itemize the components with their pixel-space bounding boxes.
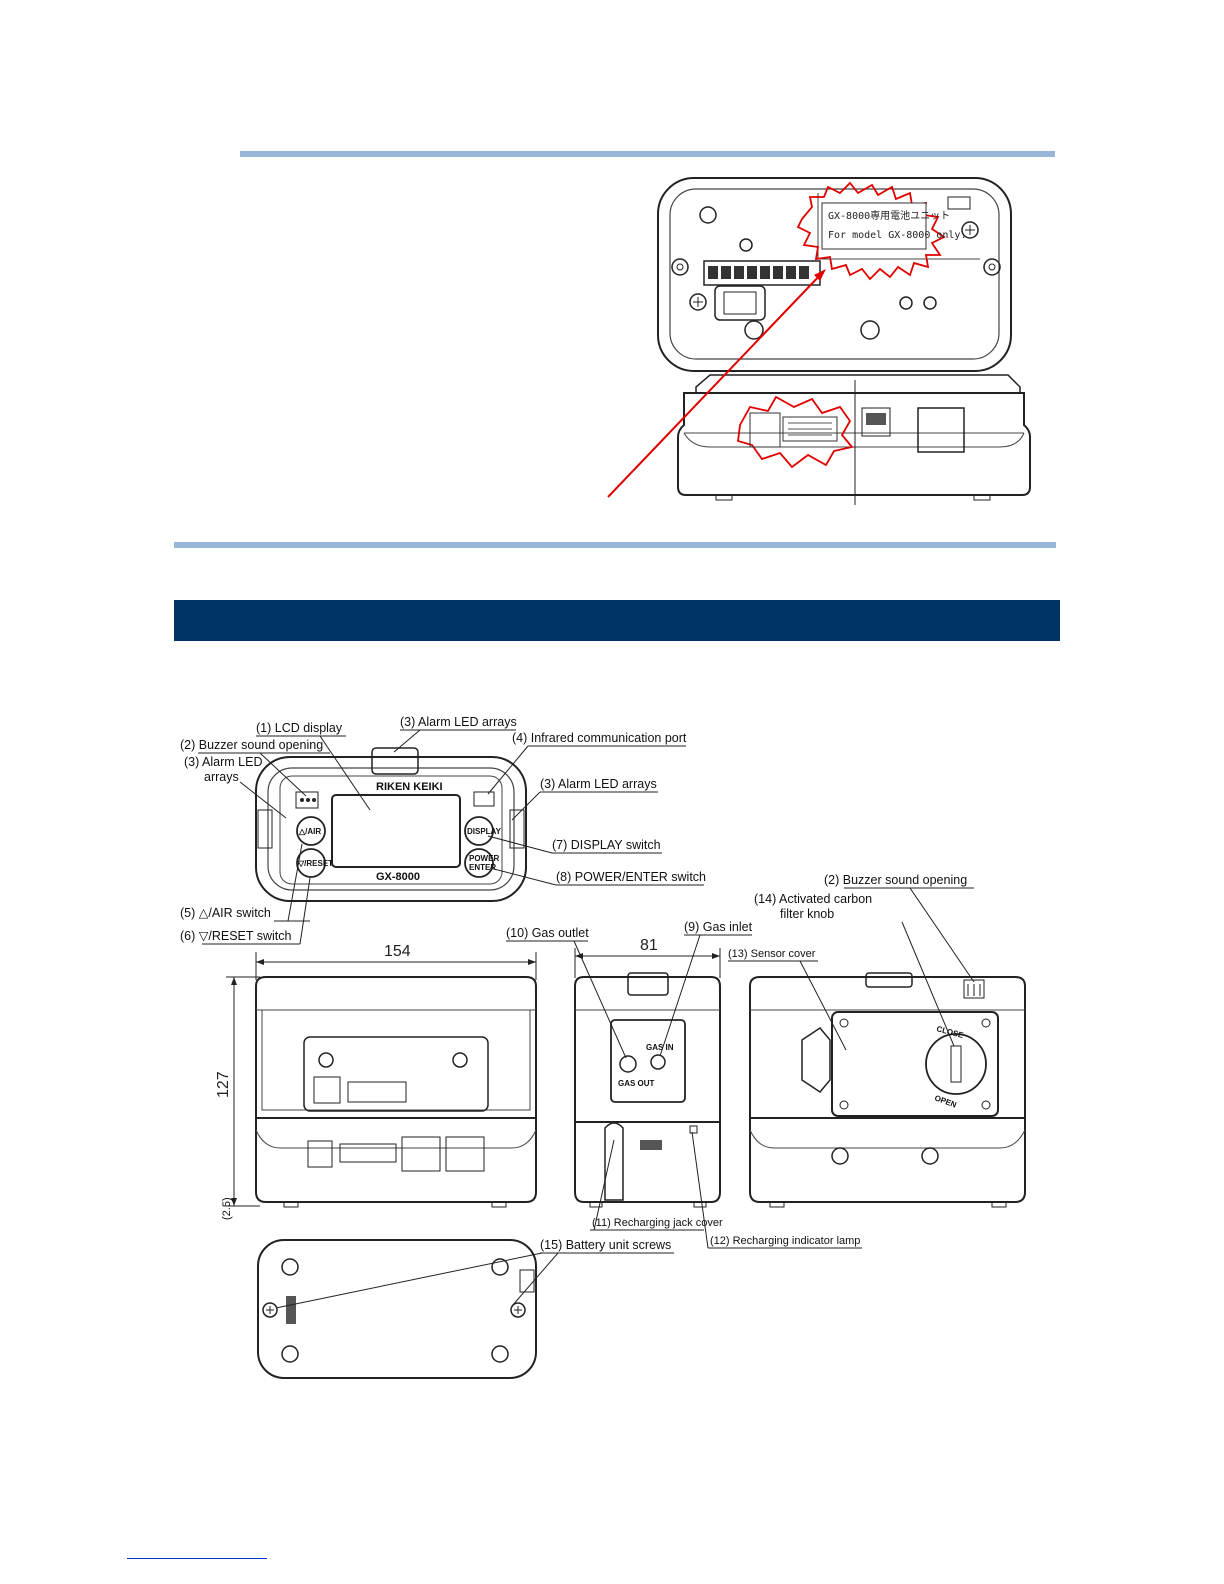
power-switch-text-1: POWER [469, 854, 499, 863]
power-enter-switch[interactable] [464, 848, 494, 878]
label-alarm-led-left-1: (3) Alarm LED [184, 755, 263, 769]
gas-in-text: GAS IN [646, 1043, 674, 1052]
label-recharging-jack: (11) Recharging jack cover [592, 1217, 723, 1229]
footnote-separator [127, 1558, 267, 1559]
label-gas-inlet: (9) Gas inlet [684, 920, 753, 934]
label-alarm-led-left-2: arrays [204, 770, 239, 784]
terminal-block [703, 260, 821, 286]
red-pointer-arrow [607, 270, 825, 498]
label-buzzer-side: (2) Buzzer sound opening [824, 873, 967, 887]
reset-switch-text: ▽/RESET [297, 859, 333, 868]
label-buzzer-front: (2) Buzzer sound opening [180, 738, 323, 752]
carbon-filter-knob[interactable] [925, 1033, 987, 1095]
bottom-view [257, 1239, 537, 1379]
battery-screw-left[interactable] [262, 1302, 278, 1318]
label-power-enter-switch: (8) POWER/ENTER switch [556, 870, 706, 884]
label-carbon-filter-2: filter knob [780, 907, 834, 921]
model-text: GX-8000 [376, 871, 420, 883]
bottom-rule [174, 542, 1056, 548]
side-view-a [255, 976, 537, 1208]
top-rule [240, 151, 1055, 157]
dimension-feet: (2.5) [221, 1197, 233, 1220]
label-display-switch: (7) DISPLAY switch [552, 838, 661, 852]
label-battery-screws: (15) Battery unit screws [540, 1238, 671, 1252]
label-recharging-indicator: (12) Recharging indicator lamp [710, 1235, 860, 1247]
open-text: OPEN [933, 1093, 958, 1109]
recharging-indicator [689, 1125, 698, 1134]
sensor-cover[interactable] [831, 1011, 999, 1117]
battery-label-line1: GX-8000専用電池ユニット [828, 209, 950, 222]
reset-switch[interactable] [296, 848, 326, 878]
label-alarm-led-top: (3) Alarm LED arrays [400, 715, 517, 729]
label-sensor-cover: (13) Sensor cover [728, 948, 816, 960]
dimension-height: 127 [215, 1071, 232, 1098]
side-view-b: GAS IN GAS OUT [574, 972, 721, 1208]
air-switch[interactable] [296, 816, 326, 846]
recharging-jack-cover[interactable] [604, 1122, 624, 1201]
battery-unit-figure: GX-8000専用電池ユニット For model GX-8000 only. [607, 177, 1031, 505]
dimension-depth: 81 [640, 937, 658, 954]
power-switch-text-2: ENTER [469, 863, 496, 872]
section-banner [174, 600, 1060, 641]
battery-label-line2: For model GX-8000 only. [828, 230, 966, 241]
battery-screw-right[interactable] [510, 1302, 526, 1318]
display-switch[interactable] [464, 816, 494, 846]
label-carbon-filter-1: (14) Activated carbon [754, 892, 872, 906]
gas-out-text: GAS OUT [618, 1079, 655, 1088]
display-switch-text: DISPLAY [467, 827, 502, 836]
brand-text: RIKEN KEIKI [376, 781, 443, 793]
label-reset-switch: (6) ▽/RESET switch [180, 929, 292, 943]
label-lcd-display: (1) LCD display [256, 721, 343, 735]
front-view: RIKEN KEIKI GX-8000 △/AIR ▽/RESET DISPLA… [255, 747, 527, 902]
label-alarm-led-right: (3) Alarm LED arrays [540, 777, 657, 791]
component-diagram: RIKEN KEIKI GX-8000 △/AIR ▽/RESET DISPLA… [180, 715, 1026, 1379]
highlight-starburst [796, 181, 946, 281]
label-infrared-port: (4) Infrared communication port [512, 731, 687, 745]
side-view-c: CLOSE OPEN [749, 972, 1026, 1208]
label-gas-outlet: (10) Gas outlet [506, 926, 589, 940]
label-air-switch: (5) △/AIR switch [180, 906, 271, 920]
air-switch-text: △/AIR [298, 827, 321, 836]
dimension-width: 154 [384, 943, 411, 960]
